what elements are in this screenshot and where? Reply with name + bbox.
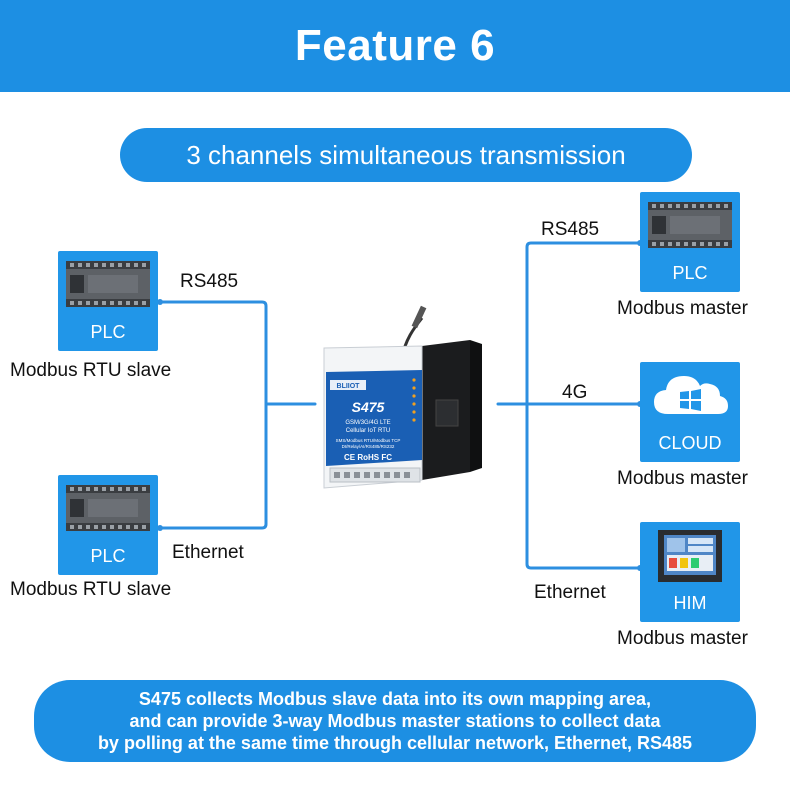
link-label-right-4g: 4G <box>562 382 588 403</box>
page-title: Feature 6 <box>294 21 496 70</box>
line-left-ethernet <box>158 402 268 530</box>
s475-device-image: BLIIOT S475 GSM/3G/4G LTE Cellular IoT R… <box>323 305 482 489</box>
description-line-1: S475 collects Modbus slave data into its… <box>138 689 652 709</box>
caption-right-top: Modbus master <box>617 298 748 319</box>
plc-card-left-bottom: PLC <box>58 475 158 575</box>
plc-icon <box>648 202 732 248</box>
plc-label: PLC <box>672 263 708 283</box>
dot-left-bottom <box>157 525 163 531</box>
hmi-panel-icon <box>658 530 722 582</box>
device-line3: SMS/Modbus RTU/Modbus TCP <box>336 438 401 443</box>
link-label-left-ethernet: Ethernet <box>172 542 244 563</box>
subtitle-text: 3 channels simultaneous transmission <box>186 139 626 170</box>
description-line-3: by polling at the same time through cell… <box>97 733 693 753</box>
link-label-right-rs485: RS485 <box>541 219 600 240</box>
cloud-icon <box>654 376 728 414</box>
caption-left-bottom: Modbus RTU slave <box>10 579 172 600</box>
device-certs: CE RoHS FC <box>344 453 392 462</box>
him-card: HIM <box>640 522 740 622</box>
device-line2: Cellular IoT RTU <box>346 428 390 434</box>
subtitle-pill: 3 channels simultaneous transmission <box>120 128 692 182</box>
link-label-right-ethernet: Ethernet <box>534 582 606 603</box>
plc-icon <box>66 485 150 531</box>
device-model: S475 <box>352 399 385 415</box>
plc-label: PLC <box>90 322 126 342</box>
line-left-rs485 <box>158 300 268 405</box>
caption-right-middle: Modbus master <box>617 468 748 489</box>
plc-card-right: PLC <box>640 192 740 292</box>
cloud-card: CLOUD <box>640 362 740 462</box>
cloud-label: CLOUD <box>658 433 722 453</box>
header-banner: Feature 6 <box>0 0 790 92</box>
description-pill: S475 collects Modbus slave data into its… <box>34 680 756 762</box>
dot-left-top <box>157 299 163 305</box>
device-line1: GSM/3G/4G LTE <box>345 420 390 426</box>
line-right-ethernet <box>525 402 642 570</box>
line-right-rs485 <box>525 241 642 406</box>
device-line4: DI/Relay/AI/RS485/RS232 <box>342 444 395 449</box>
him-label: HIM <box>673 593 707 613</box>
device-brand: BLIIOT <box>337 383 361 390</box>
caption-right-bottom: Modbus master <box>617 628 748 649</box>
plc-card-left-top: PLC <box>58 251 158 351</box>
plc-icon <box>66 261 150 307</box>
description-line-2: and can provide 3-way Modbus master stat… <box>129 711 661 731</box>
caption-left-top: Modbus RTU slave <box>10 360 172 381</box>
link-label-left-rs485: RS485 <box>180 271 239 292</box>
plc-label: PLC <box>90 546 126 566</box>
